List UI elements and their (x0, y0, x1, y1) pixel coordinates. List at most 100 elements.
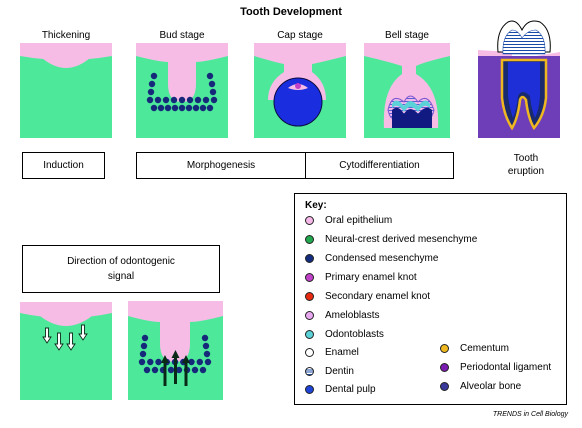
signal-epithelium-panel (20, 302, 112, 400)
legend-item: Neural-crest derived mesenchyme (305, 234, 477, 245)
process-label-induction: Induction (43, 160, 84, 171)
signal-arrow-up-icon (182, 355, 190, 386)
mesenchyme-cell (171, 104, 179, 112)
mesenchyme-cell (140, 342, 148, 350)
process-box-cytodifferentiation: Cytodifferentiation (305, 152, 454, 179)
stage-label-bell: Bell stage (385, 30, 429, 41)
oral-epithelium-swatch-icon (305, 216, 314, 225)
mesenchyme-cell (178, 104, 186, 112)
dental-pulp-swatch-icon (305, 385, 314, 394)
condensed-mesenchyme-swatch-icon (305, 254, 314, 263)
mesenchyme-block (20, 56, 112, 138)
mesenchyme-cell (154, 96, 162, 104)
mesenchyme-cell (164, 104, 172, 112)
legend-item: Periodontal ligament (440, 362, 551, 373)
legend-item: Dental pulp (305, 384, 376, 395)
odontoblast-layer (392, 100, 430, 112)
tooth-eruption-panel (478, 20, 560, 138)
mesenchyme-cell (139, 350, 147, 358)
mesenchyme-cell (186, 96, 194, 104)
process-box-morphogenesis: Morphogenesis (136, 152, 306, 179)
signal-mesenchyme-panel (128, 301, 223, 400)
signal-arrow-up-icon (171, 350, 180, 384)
dental-papilla (273, 77, 323, 127)
cementum-swatch-icon (440, 344, 449, 353)
signal-arrow-down-icon (42, 327, 52, 344)
mesenchyme-cell (150, 72, 158, 80)
legend-item-label: Enamel (325, 347, 359, 358)
dental-papilla (392, 107, 432, 128)
odontoblasts-swatch-icon (305, 330, 314, 339)
source-credit: TRENDS in Cell Biology (492, 411, 568, 418)
legend-title: Key: (305, 200, 327, 211)
condensed-mesenchyme-cells (146, 72, 218, 112)
mesenchyme-cell (194, 96, 202, 104)
secondary-enamel-knot-swatch-icon (305, 292, 314, 301)
primary-enamel-knot-swatch-icon (305, 273, 314, 282)
gingiva-right (536, 52, 560, 56)
legend-item-label: Dentin (325, 366, 354, 377)
legend-item-label: Primary enamel knot (325, 272, 417, 283)
mesenchyme-cell (178, 96, 186, 104)
legend-item-label: Alveolar bone (460, 381, 522, 392)
mesenchyme-cell (150, 104, 158, 112)
legend-item: Primary enamel knot (305, 272, 417, 283)
mesenchyme-cell (157, 104, 165, 112)
mesenchyme-cell (201, 334, 209, 342)
periodontal-ligament-swatch-icon (440, 363, 449, 372)
mesenchyme-cell (151, 366, 159, 374)
mesenchyme-cell (146, 96, 154, 104)
mesenchyme-cell (202, 342, 210, 350)
ameloblasts-swatch-icon (305, 311, 314, 320)
process-box-induction: Induction (22, 152, 105, 179)
mesenchyme-cell (210, 96, 218, 104)
bell-stage-panel (364, 43, 450, 138)
mesenchyme-cell (206, 72, 214, 80)
epithelial-bud (128, 301, 223, 362)
legend-item: Odontoblasts (305, 329, 384, 340)
process-label-morphogenesis: Morphogenesis (186, 160, 256, 171)
mesenchyme-cell (202, 96, 210, 104)
legend-item-label: Cementum (460, 343, 509, 354)
mesenchyme-cell (185, 104, 193, 112)
legend-item-label: Oral epithelium (325, 215, 393, 226)
stage-label-cap: Cap stage (277, 30, 323, 41)
mesenchyme-cell (155, 358, 162, 366)
mesenchyme-cell (196, 358, 203, 366)
mesenchyme-block (20, 313, 112, 400)
signal-arrow-up-icon (161, 355, 169, 386)
legend-item-label: Condensed mesenchyme (325, 253, 439, 264)
mesenchyme-cell (138, 358, 146, 366)
legend-item: Dentin (305, 366, 354, 377)
stage-label-thickening: Thickening (41, 30, 91, 41)
legend-item: Oral epithelium (305, 215, 392, 226)
eruption-label-line2: eruption (507, 166, 545, 177)
mesenchyme-cell (199, 366, 207, 374)
alveolar-bone-swatch-icon (440, 382, 449, 391)
signal-label-line2: signal (107, 271, 135, 282)
eruption-label: Tooth eruption (486, 152, 566, 178)
mesenchyme-cell (204, 358, 212, 366)
epithelial-bud (136, 43, 228, 102)
signal-arrow-down-icon (66, 332, 76, 351)
legend-item-label: Secondary enamel knot (325, 291, 431, 302)
legend-item: Alveolar bone (440, 381, 521, 392)
thickening-panel (20, 43, 112, 138)
mesenchyme-cell (191, 366, 199, 374)
mesenchyme-cell (148, 80, 156, 88)
dentin-layer (502, 29, 546, 55)
legend-item: Cementum (440, 343, 509, 354)
signal-arrow-down-icon (78, 324, 88, 341)
legend-item: Secondary enamel knot (305, 291, 430, 302)
epithelium-to-mesenchyme-arrows (42, 324, 88, 351)
dentin-swatch-icon (305, 367, 314, 376)
primary-enamel-knot (295, 83, 301, 89)
legend-item-label: Neural-crest derived mesenchyme (325, 234, 478, 245)
mesenchyme-cell (203, 350, 211, 358)
legend-item-label: Periodontal ligament (460, 362, 552, 373)
eruption-label-line1: Tooth (513, 153, 539, 164)
mesenchyme-cell (199, 104, 207, 112)
legend-item: Condensed mesenchyme (305, 253, 438, 264)
mesenchyme-cell (188, 358, 195, 366)
